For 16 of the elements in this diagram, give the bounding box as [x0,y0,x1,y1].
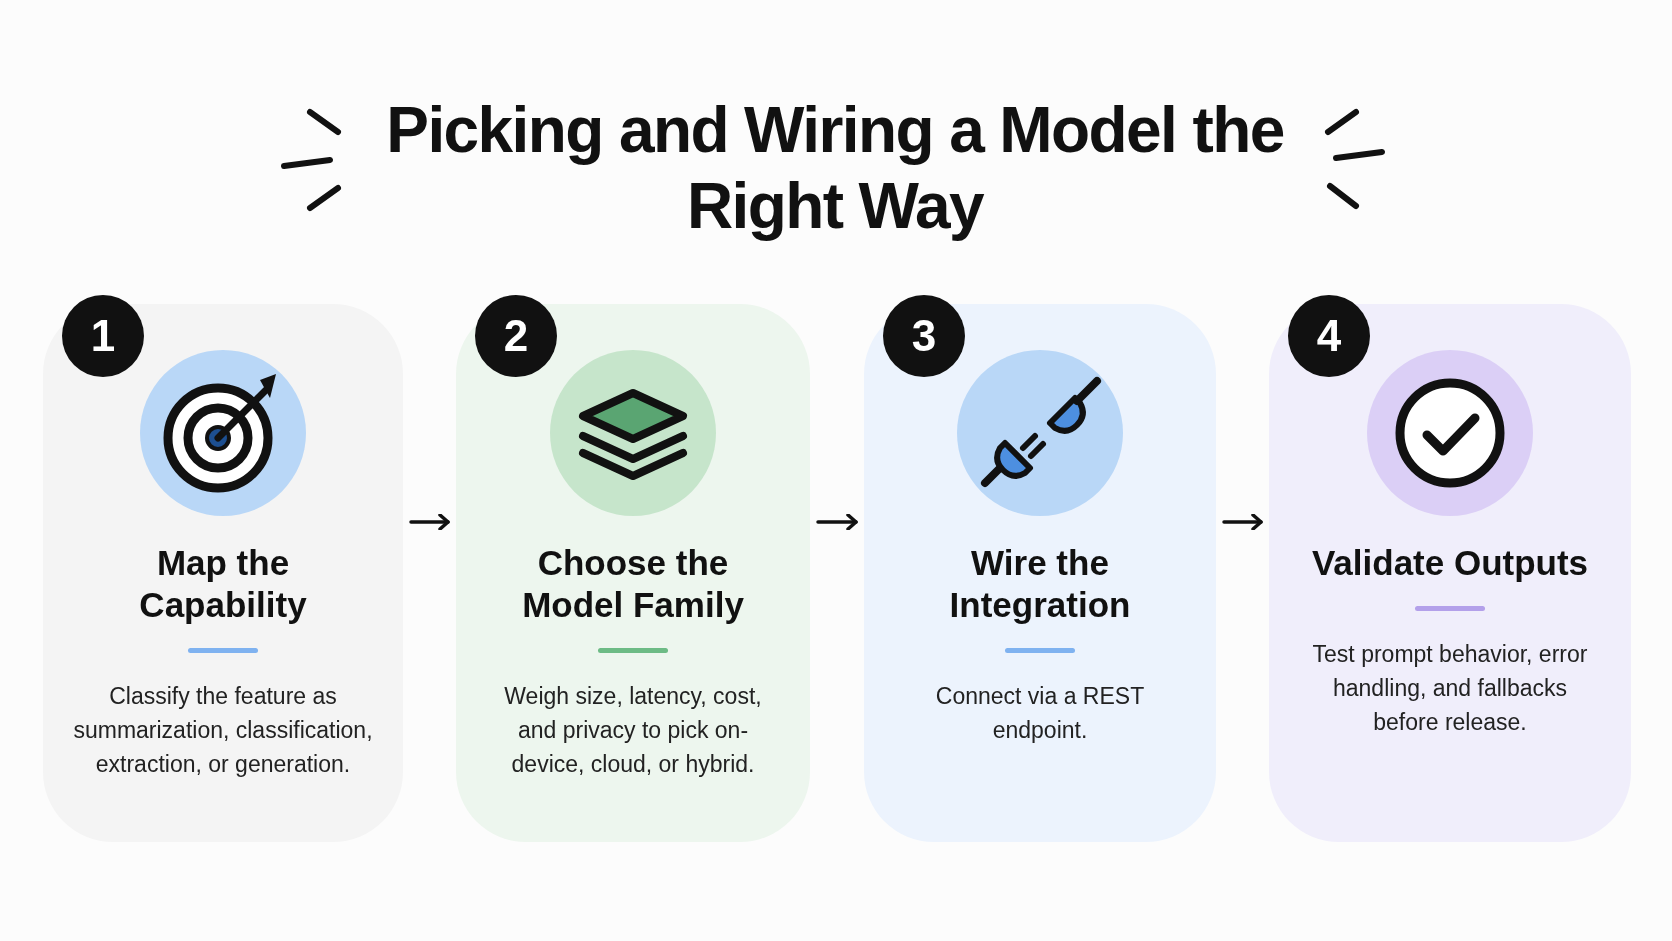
arrow [409,513,450,531]
step-heading: Validate Outputs [1310,542,1590,584]
arrow [1222,513,1263,531]
step-card [864,304,1216,842]
step-card [1269,304,1631,842]
step-description: Classify the feature as summarization, classification, extraction, or generation. [73,682,373,779]
step-heading: Wire the Integration [948,542,1132,626]
step-heading: Choose the Model Family [521,542,745,626]
step-description: Weigh size, latency, cost, and privacy to pick on-device, cloud, or hybrid. [503,682,763,779]
step-heading: Map the Capability [138,542,308,626]
step-description: Test prompt behavior, error handling, and fallbacks before release. [1311,640,1589,737]
step-card [43,304,403,842]
step-card [456,304,810,842]
title: Picking and Wiring a Model the Right Way [385,93,1285,244]
arrow [816,513,858,531]
step-description: Connect via a REST endpoint. [934,682,1146,745]
